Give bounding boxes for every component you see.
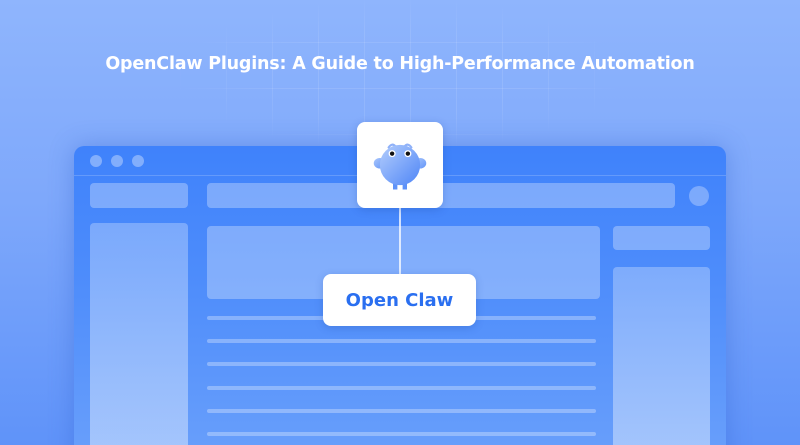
- robot-mascot-icon: [373, 143, 427, 190]
- placeholder-text-line: [207, 386, 596, 390]
- placeholder-avatar: [689, 186, 709, 206]
- connector-line: [399, 208, 401, 274]
- placeholder-text-line: [207, 362, 596, 366]
- mascot-card: [357, 122, 443, 208]
- window-dot-icon: [90, 155, 102, 167]
- page-title: OpenClaw Plugins: A Guide to High-Perfor…: [105, 54, 695, 74]
- open-claw-label: Open Claw: [323, 274, 476, 326]
- placeholder-logo-block: [90, 183, 188, 208]
- placeholder-right-panel: [613, 267, 710, 445]
- placeholder-text-line: [207, 432, 596, 436]
- placeholder-text-line: [207, 409, 596, 413]
- placeholder-text-line: [207, 339, 596, 343]
- window-dot-icon: [111, 155, 123, 167]
- placeholder-right-header: [613, 226, 710, 250]
- placeholder-sidebar: [90, 223, 188, 445]
- window-dot-icon: [132, 155, 144, 167]
